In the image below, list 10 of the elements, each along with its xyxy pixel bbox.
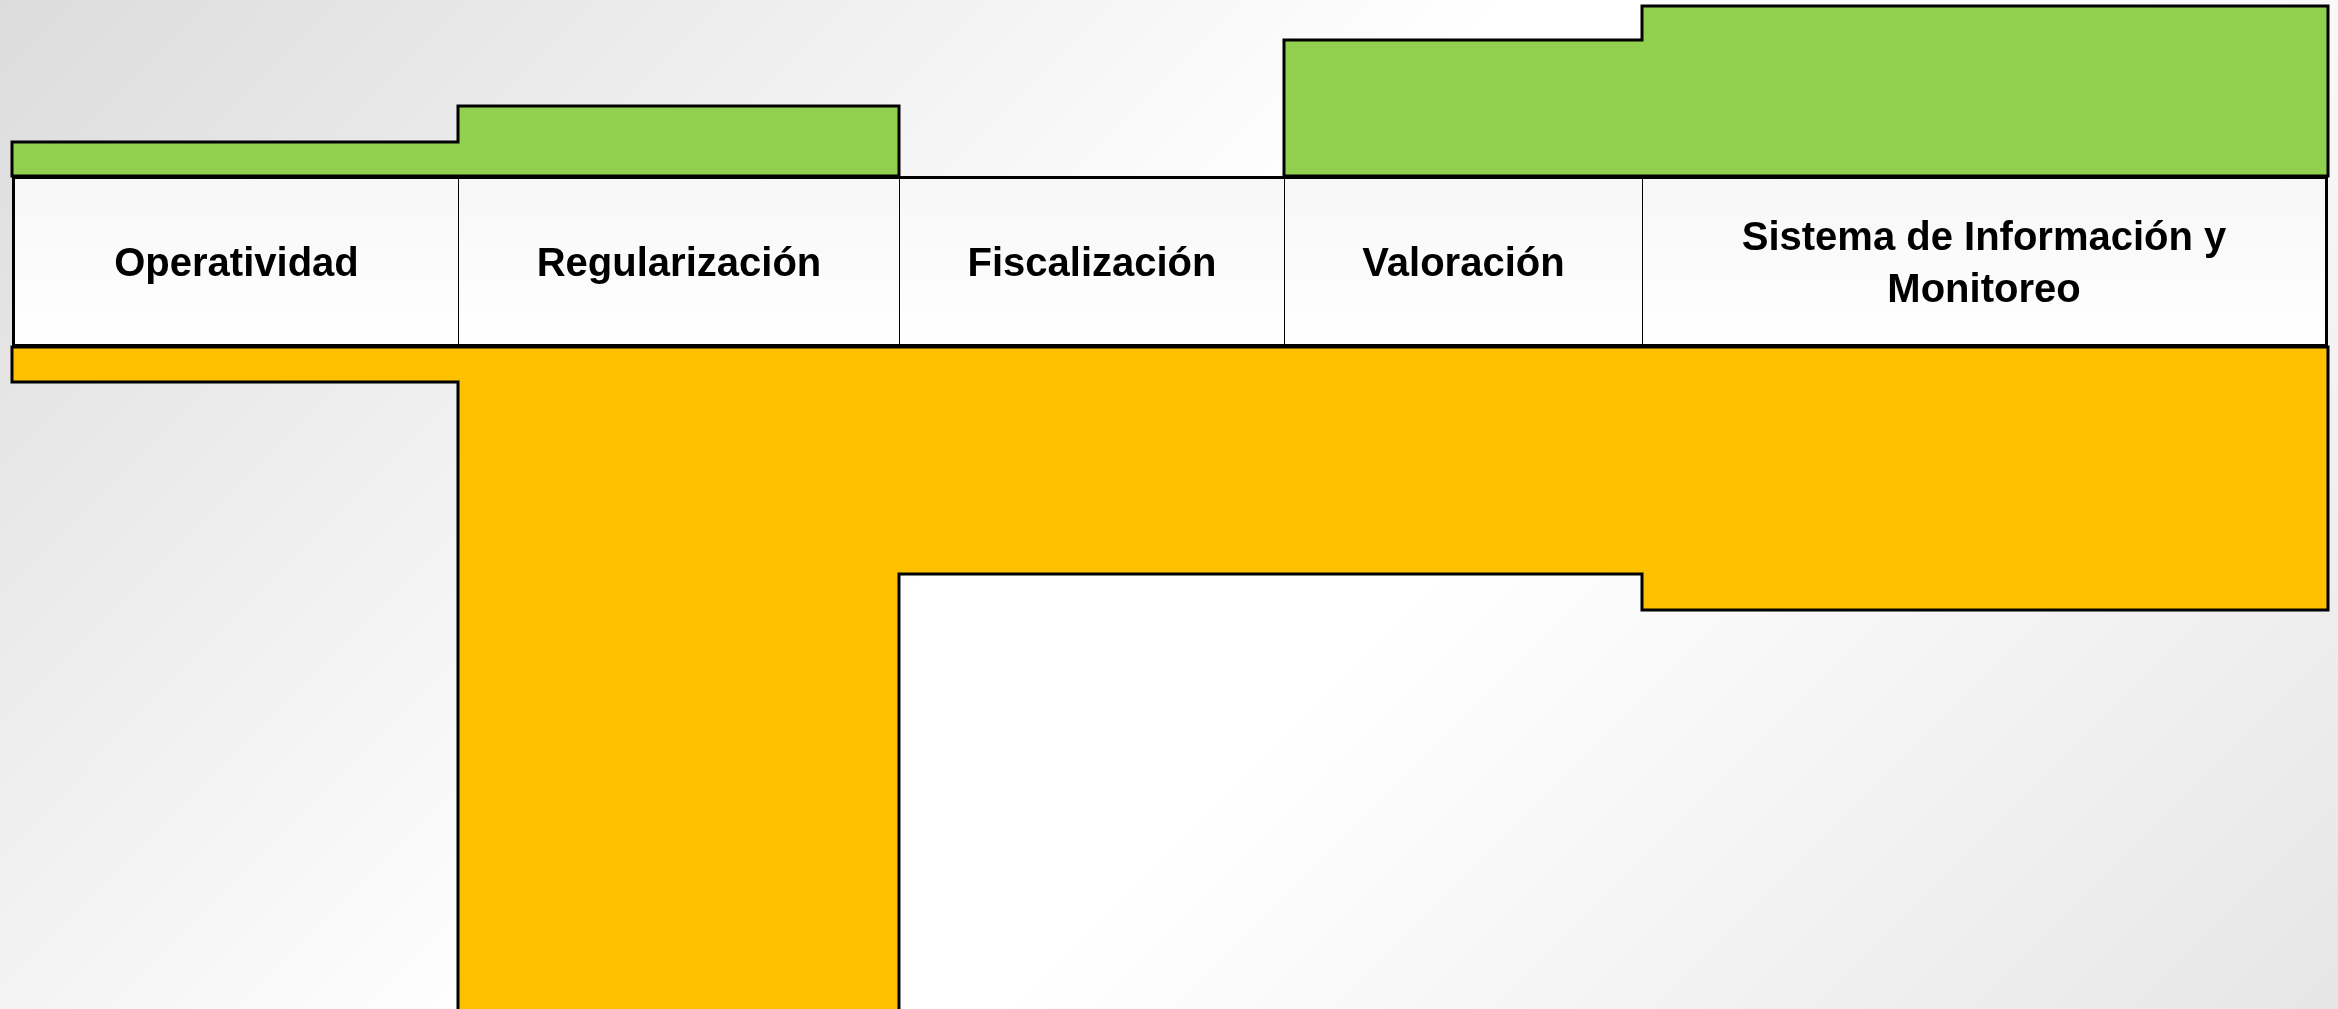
category-label: Regularización [536, 238, 822, 286]
category-label: Valoración [1362, 238, 1565, 286]
category-label: Sistema de Información y Monitoreo [1740, 212, 2228, 312]
category-label: Operatividad [114, 238, 359, 286]
category-cell [12, 179, 458, 344]
category-label: Fiscalización [967, 238, 1217, 286]
category-cell [1284, 179, 1642, 344]
category-cell [899, 179, 1284, 344]
category-cell [1642, 179, 2328, 344]
category-cell [458, 179, 899, 344]
